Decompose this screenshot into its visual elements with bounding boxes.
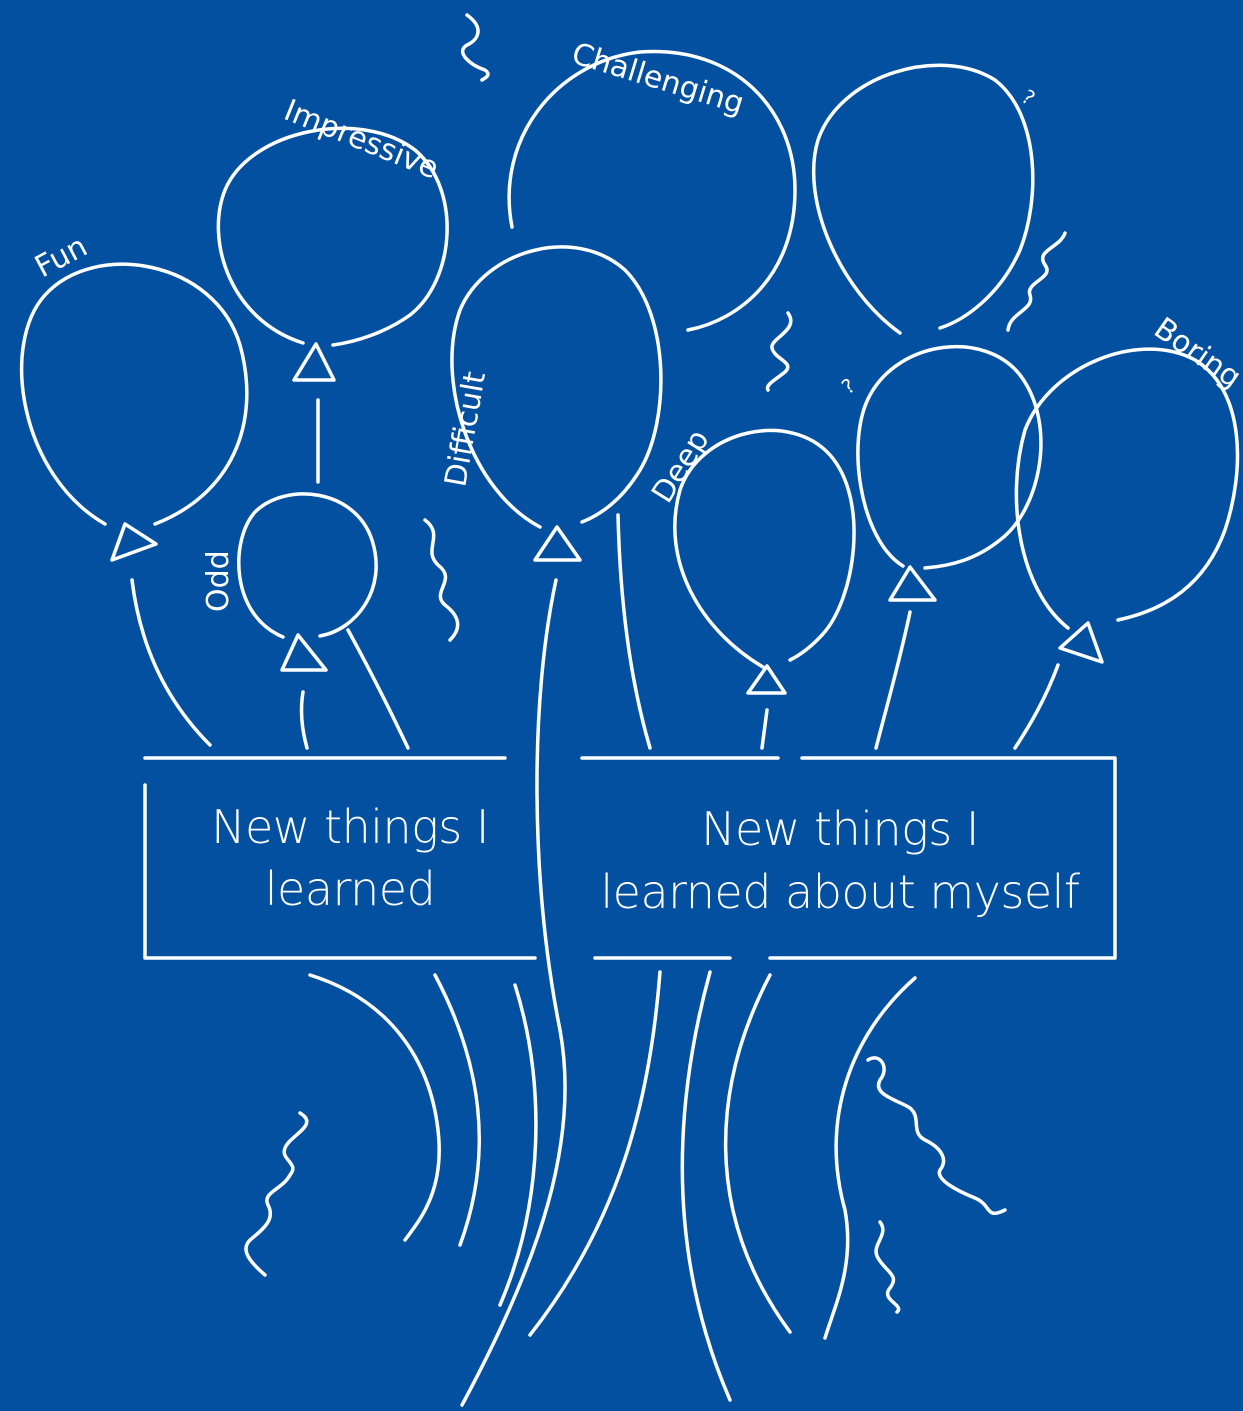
- squiggles: [244, 13, 1067, 1314]
- string: [528, 970, 662, 1337]
- label-impressive: Impressive: [279, 93, 443, 187]
- box-right: New things I learned about myself: [580, 756, 1117, 960]
- label-question-mid: ?: [837, 373, 859, 399]
- string: [308, 973, 441, 1242]
- label-boring: Boring: [1147, 311, 1243, 396]
- string: [433, 973, 482, 1247]
- balloon-deep: [673, 428, 856, 750]
- string: [723, 973, 792, 1334]
- balloon-question-top: [811, 63, 1035, 335]
- label-fun: Fun: [29, 229, 93, 285]
- balloon-question-mid: [856, 345, 1043, 750]
- balloon-challenging: [507, 49, 797, 332]
- balloon-odd: [237, 492, 410, 750]
- squiggle: [866, 1056, 1007, 1216]
- squiggle: [765, 311, 793, 392]
- balloon-boring: [1013, 347, 1240, 750]
- string: [823, 976, 917, 1340]
- balloon-difficult: [450, 245, 663, 1407]
- squiggle: [423, 518, 460, 642]
- lower-strings: [308, 970, 917, 1402]
- balloon-impressive: [216, 126, 449, 484]
- squiggle: [460, 13, 490, 82]
- balloon-fun: [19, 262, 249, 747]
- label-question-top: ?: [1017, 84, 1039, 110]
- string: [680, 970, 732, 1402]
- label-challenging: Challenging: [568, 36, 748, 121]
- label-deep: Deep: [645, 424, 717, 510]
- box-right-line1: New things I: [701, 802, 979, 856]
- box-left-line1: New things I: [211, 800, 489, 854]
- string: [498, 983, 538, 1307]
- squiggle: [1006, 231, 1067, 332]
- box-left: New things I learned: [143, 756, 537, 960]
- label-odd: Odd: [201, 550, 236, 612]
- box-right-line2: learned about myself: [600, 865, 1081, 919]
- squiggle: [244, 1111, 309, 1277]
- box-left-line2: learned: [265, 862, 436, 916]
- squiggle: [874, 1220, 901, 1314]
